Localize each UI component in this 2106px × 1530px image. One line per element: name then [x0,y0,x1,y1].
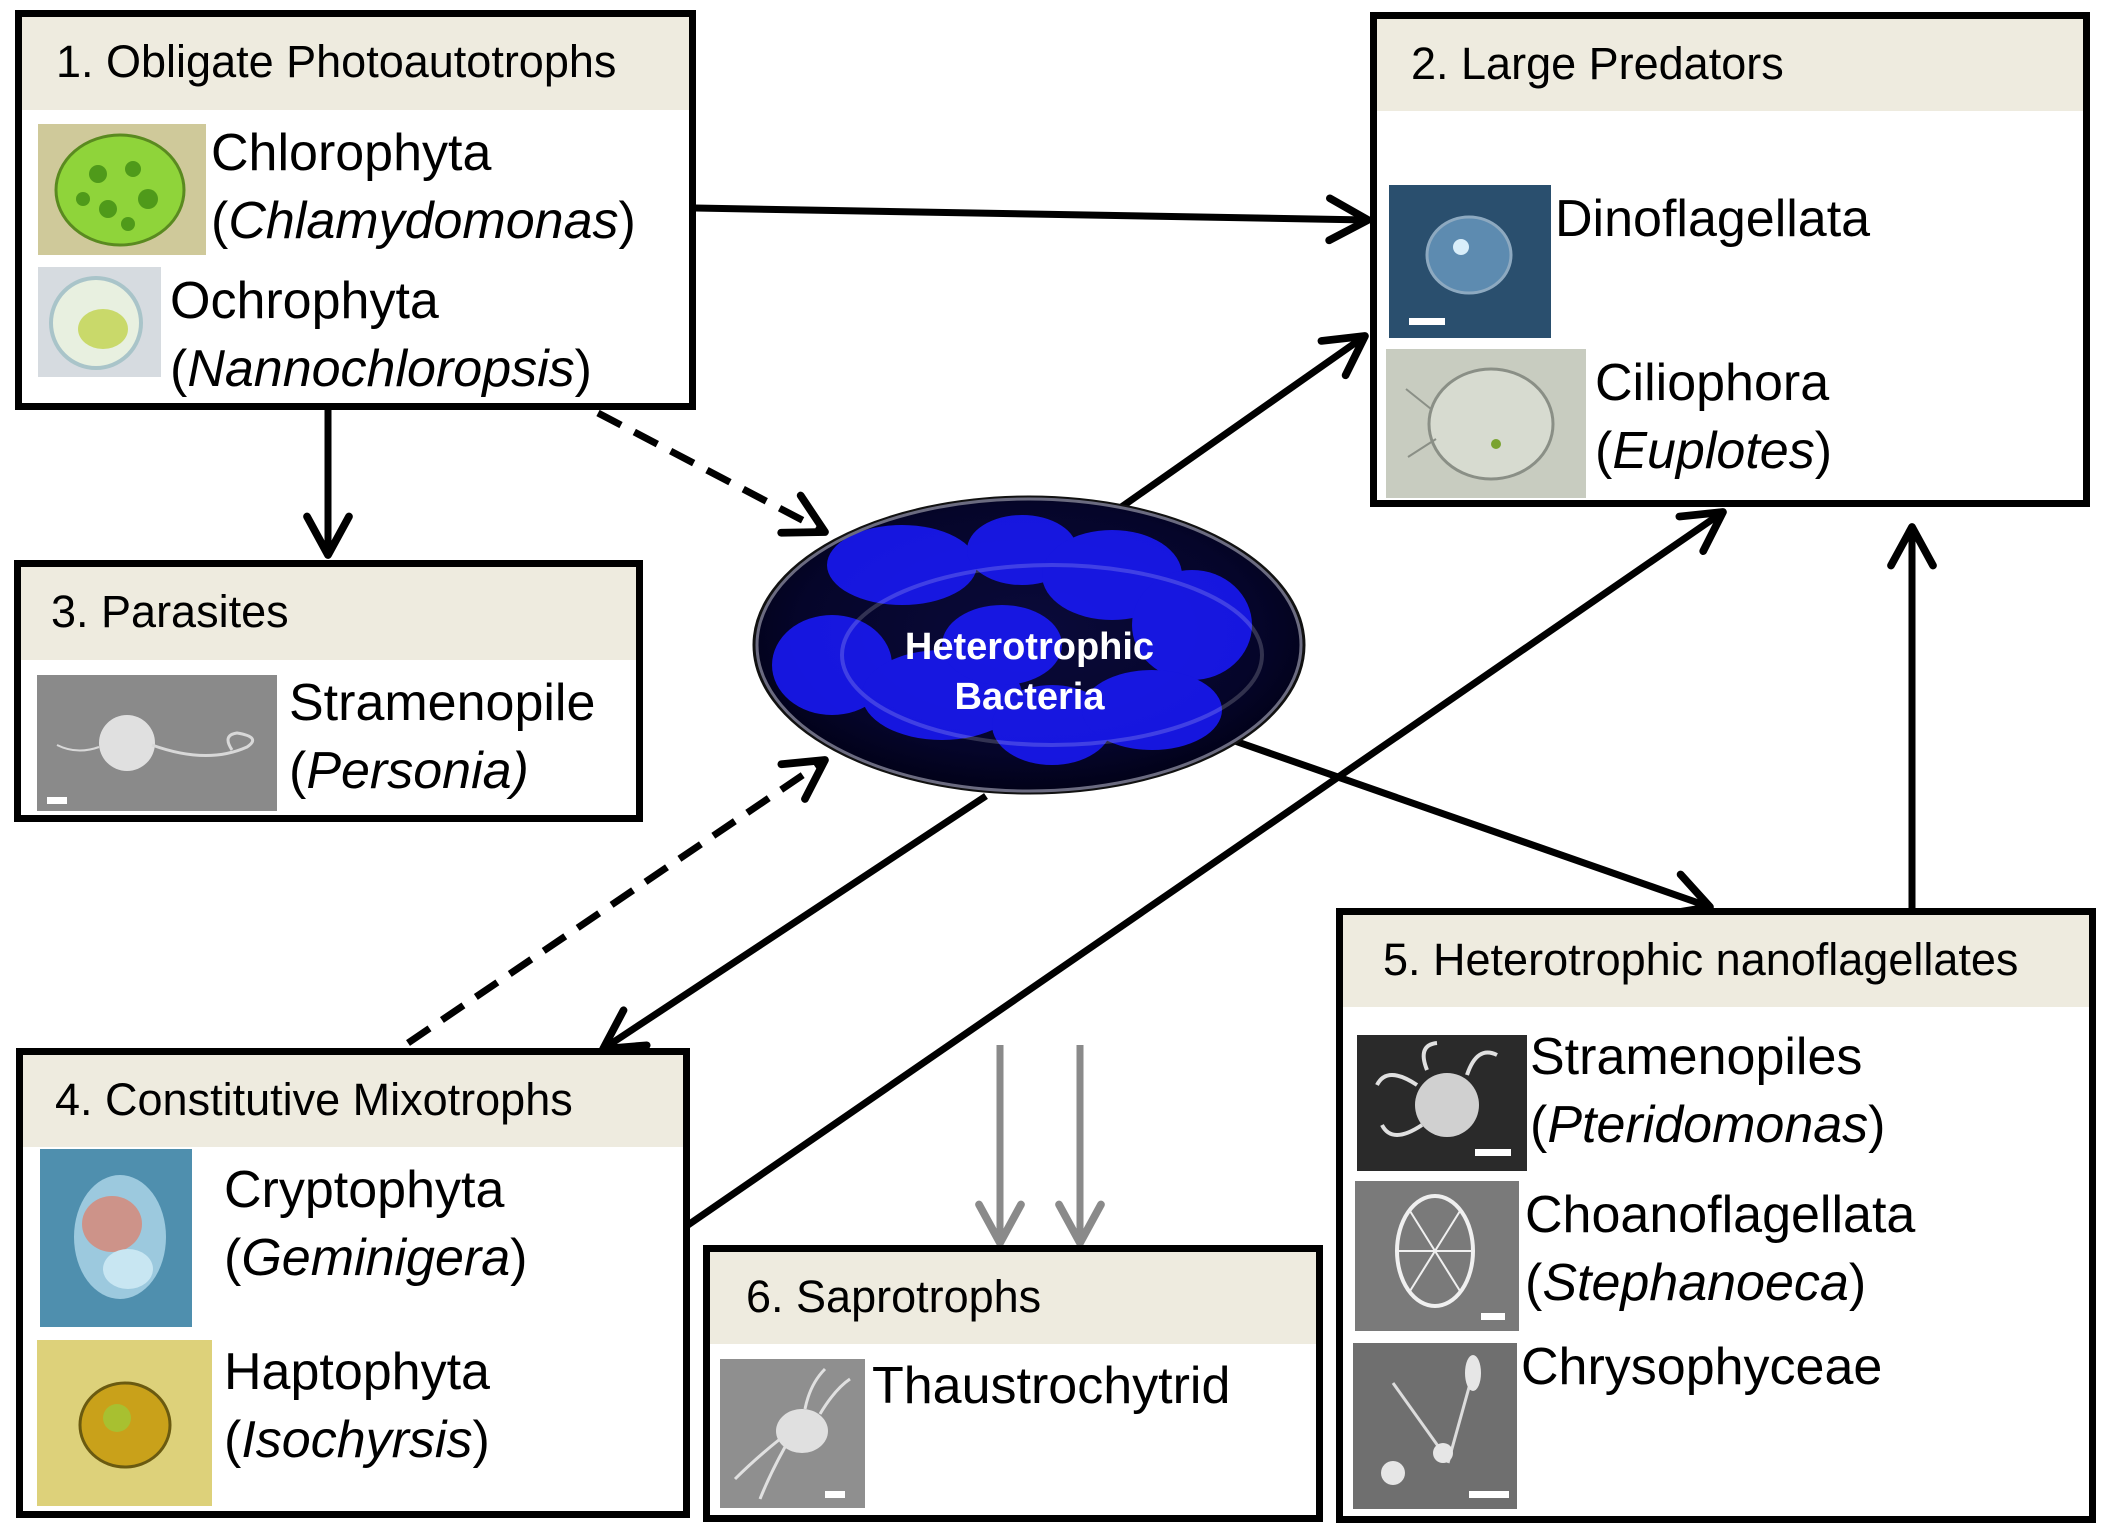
box-title-predators: 2. Large Predators [1377,19,2083,111]
stramenopile-label: Stramenopile (Personia) [289,674,596,800]
personia-image [37,675,277,811]
arrow-photo-to-bacteria-dashed [596,409,829,537]
cryptophyta-label: Cryptophyta (Geminigera) [224,1161,528,1287]
bacteria-label-line1: Heterotrophic [904,626,1155,668]
box-title-mixotrophs: 4. Constitutive Mixotrophs [23,1055,683,1147]
chrysophyceae-label: Chrysophyceae [1521,1338,1883,1396]
scale-bar [1475,1149,1511,1156]
personia-genus: Personia) [306,742,529,800]
arrow-bacteria-to-nanoflagellates [1230,736,1714,918]
box-obligate-photoautotrophs: 1. Obligate Photoautotrophs Chlorophyta … [15,10,696,410]
scale-bar [825,1491,845,1498]
thaustrochytrid-label: Thaustrochytrid [872,1357,1231,1415]
euplotes-image [1386,349,1586,498]
arrow-bacteria-to-mixotrophs [599,793,988,1053]
ciliophora-label: Ciliophora (Euplotes) [1595,354,1833,480]
nannochloropsis-image [38,267,161,377]
ochrophyta-label: Ochrophyta (Nannochloropsis) [170,272,592,398]
box-saprotrophs: 6. Saprotrophs Thaustrochytrid [703,1245,1323,1522]
scale-bar [47,797,67,804]
box-title-nanoflagellates: 5. Heterotrophic nanoflagellates [1343,915,2089,1007]
euplotes-genus: Euplotes [1612,422,1815,480]
pteridomonas-image [1357,1035,1527,1171]
box-title-saprotrophs: 6. Saprotrophs [710,1252,1316,1344]
chlorophyta-label: Chlorophyta (Chlamydomonas) [211,124,636,250]
geminigera-genus: Geminigera [241,1229,511,1287]
arrow-mixotrophs-to-predators [686,508,1727,1228]
box-heterotrophic-nanoflagellates: 5. Heterotrophic nanoflagellates Stramen… [1336,908,2096,1523]
isochrysis-genus: Isochyrsis [241,1411,473,1469]
stramenopiles-label: Stramenopiles (Pteridomonas) [1530,1028,1886,1154]
box-title-photoautotrophs: 1. Obligate Photoautotrophs [22,17,689,110]
scale-bar [1469,1491,1509,1498]
nannochloropsis-genus: Nannochloropsis [187,340,575,398]
thaustrochytrid-image [720,1359,865,1508]
chlamydomonas-image [38,124,206,255]
stephanoeca-image [1355,1181,1519,1331]
scale-bar [1481,1313,1505,1320]
geminigera-image [40,1149,192,1327]
box-constitutive-mixotrophs: 4. Constitutive Mixotrophs Cryptophyta (… [16,1048,690,1518]
box-parasites: 3. Parasites Stramenopile (Personia) [14,560,643,822]
arrow-mixotrophs-to-bacteria-dashed [406,756,829,1046]
chlamydomonas-genus: Chlamydomonas [228,192,619,250]
stephanoeca-genus: Stephanoeca [1542,1254,1849,1312]
scale-bar [1409,318,1445,325]
pteridomonas-genus: Pteridomonas [1547,1096,1869,1154]
bacteria-label-line2: Bacteria [954,676,1105,718]
box-title-parasites: 3. Parasites [21,567,636,660]
bacteria-label: Heterotrophic Bacteria [752,622,1307,722]
box-large-predators: 2. Large Predators Dinoflagellata Ciliop… [1370,12,2090,507]
isochrysis-image [37,1340,212,1506]
choanoflagellata-label: Choanoflagellata (Stephanoeca) [1525,1186,1916,1312]
heterotrophic-bacteria-ellipse [752,495,1306,795]
haptophyta-label: Haptophyta (Isochyrsis) [224,1343,490,1469]
arrow-photo-to-predators [694,194,1372,245]
dinoflagellata-image [1389,185,1551,338]
arrow-bacteria-to-predators [1117,332,1369,511]
dinoflagellata-label: Dinoflagellata [1555,190,1871,248]
chrysophyceae-image [1353,1343,1517,1509]
